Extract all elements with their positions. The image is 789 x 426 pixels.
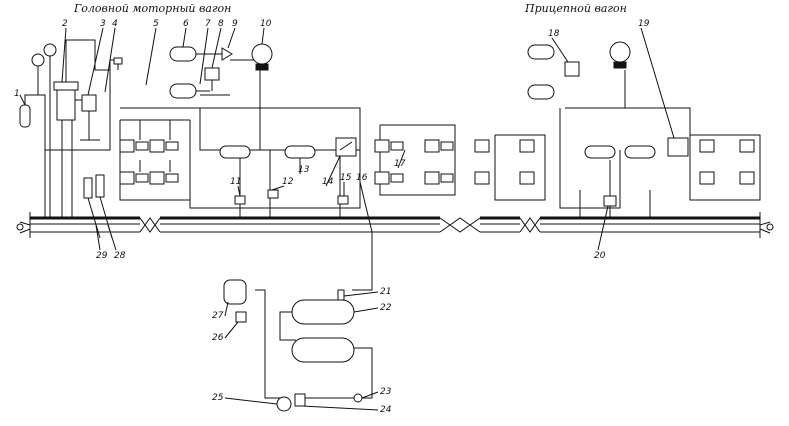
main-reservoir-22 <box>291 299 355 325</box>
callout-27: 27 <box>212 311 224 321</box>
relay-valve-19 <box>667 137 689 157</box>
check-valve-23 <box>353 393 363 403</box>
valve-11 <box>234 195 246 205</box>
callout-8: 8 <box>218 19 224 29</box>
callout-21: 21 <box>380 287 391 297</box>
valve-9 <box>221 47 233 61</box>
valve-20 <box>603 195 617 207</box>
callout-12: 12 <box>282 177 294 187</box>
brake-cylinders-motor-left <box>119 119 191 201</box>
brake-reservoir-motor-b <box>284 145 316 159</box>
distributor-10 <box>251 43 273 71</box>
brake-reservoir-motor-a <box>219 145 251 159</box>
combined-crane-16 <box>337 195 349 205</box>
compressor-pipework <box>255 232 373 399</box>
reservoir-6 <box>169 46 222 62</box>
callout-1: 1 <box>14 89 20 99</box>
callout-20: 20 <box>594 251 606 261</box>
trailer-reservoir-a <box>527 44 555 60</box>
end-coupling-right <box>759 221 774 234</box>
safety-valve-21 <box>337 289 345 301</box>
trailer-distributor <box>609 41 631 69</box>
trailer-car-header: Прицепной вагон <box>525 2 627 15</box>
valve-12 <box>267 189 279 199</box>
callout-26: 26 <box>212 333 224 343</box>
reservoir-7 <box>169 83 210 99</box>
callout-7: 7 <box>205 19 211 29</box>
callout-23: 23 <box>380 387 392 397</box>
valve-8 <box>204 67 220 91</box>
callout-29: 29 <box>96 251 108 261</box>
trailer-car-pipework <box>494 70 761 218</box>
callout-22: 22 <box>380 303 392 313</box>
callout-2: 2 <box>62 19 68 29</box>
driver-cab-equipment <box>19 39 123 239</box>
callout-4: 4 <box>112 19 118 29</box>
callout-19: 19 <box>638 19 650 29</box>
motor-car-header: Головной моторный вагон <box>74 2 232 15</box>
callout-24: 24 <box>380 405 392 415</box>
governor-26 <box>235 311 247 323</box>
callout-25: 25 <box>212 393 224 403</box>
callout-11: 11 <box>230 177 241 187</box>
callout-13: 13 <box>298 165 310 175</box>
callout-6: 6 <box>183 19 189 29</box>
leader-lines <box>19 27 675 411</box>
callout-15: 15 <box>340 173 352 183</box>
trailer-brake-reservoir-a <box>584 145 616 159</box>
compressor-27 <box>223 279 247 305</box>
callout-3: 3 <box>100 19 106 29</box>
brake-cylinders-trailer <box>474 139 755 185</box>
trailer-brake-reservoir-b <box>624 145 656 159</box>
callout-28: 28 <box>114 251 126 261</box>
callout-9: 9 <box>232 19 238 29</box>
motor-25 <box>276 396 292 412</box>
end-coupling-left <box>16 221 31 234</box>
trailer-reservoir-b <box>527 84 555 100</box>
callout-18: 18 <box>548 29 560 39</box>
compressor-24 <box>294 393 306 407</box>
relay-valve-14 <box>335 137 357 157</box>
brake-cylinders-motor-right <box>374 124 456 196</box>
callout-16: 16 <box>356 173 368 183</box>
callout-5: 5 <box>153 19 159 29</box>
main-reservoir-lower <box>291 337 355 363</box>
callout-10: 10 <box>260 19 272 29</box>
valve-18 <box>564 61 580 77</box>
